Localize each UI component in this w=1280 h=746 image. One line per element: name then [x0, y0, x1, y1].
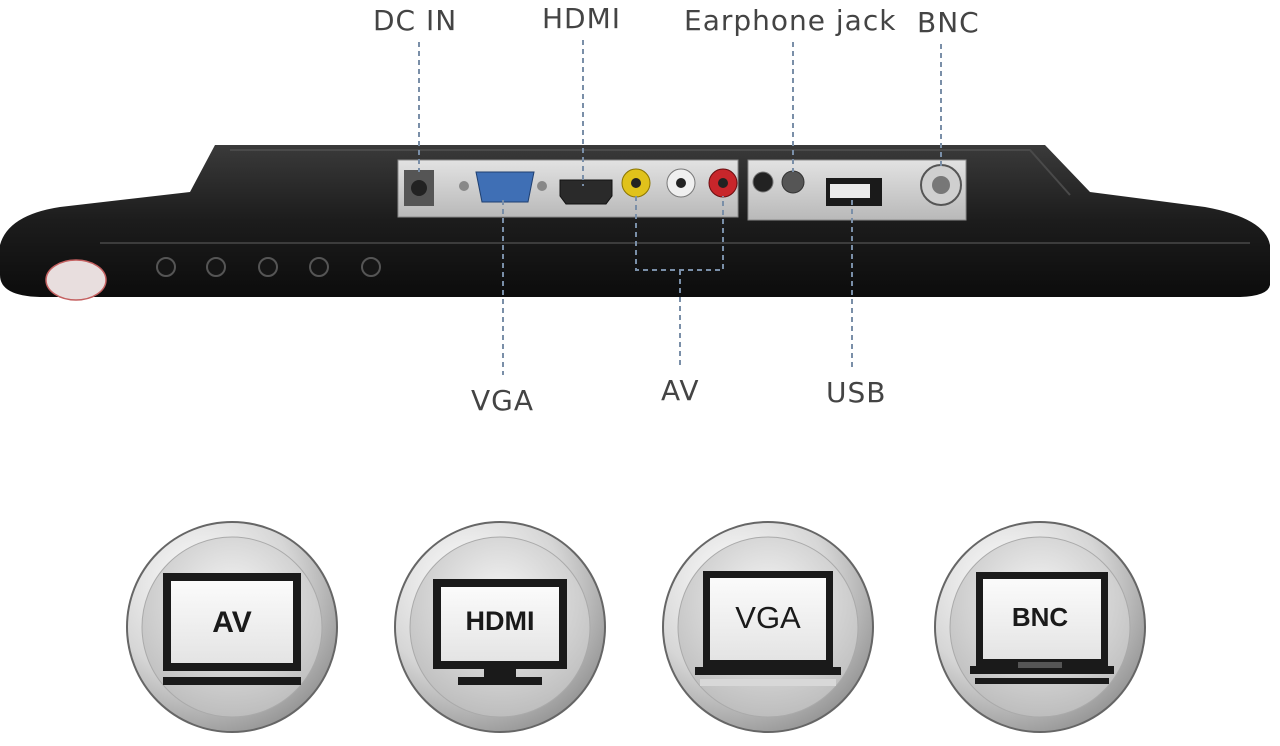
source-button[interactable]: [309, 257, 329, 277]
badge-av-label: AV: [212, 606, 252, 639]
av-audio-left-hole: [676, 178, 686, 188]
hdmi-port: [559, 179, 613, 205]
label-av: AV: [661, 374, 700, 407]
usb-port: [830, 184, 870, 198]
badge-vga-label: VGA: [735, 600, 801, 635]
badge-vga-laptop-keyboard: [700, 679, 836, 686]
badge-bnc-laptop-hinge: [1018, 662, 1062, 668]
badge-bnc-laptop-base: [970, 666, 1114, 674]
label-dc-in: DC IN: [373, 4, 458, 37]
label-hdmi: HDMI: [542, 2, 622, 35]
sticker-seal: [45, 259, 107, 301]
vga-screw-right: [537, 181, 547, 191]
av-audio-right-hole: [718, 178, 728, 188]
leader-lines: [418, 40, 942, 375]
dc-in-hole: [411, 180, 427, 196]
aux-jack: [752, 171, 774, 193]
badge-hdmi-monitor-screen: [441, 587, 559, 661]
badge-bnc-laptop-screen: [983, 579, 1101, 659]
port-panel-right: [747, 159, 967, 221]
badge-vga-laptop-screen: [710, 578, 826, 660]
label-vga: VGA: [471, 384, 535, 417]
down-button[interactable]: [258, 257, 278, 277]
label-earphone-jack: Earphone jack: [684, 4, 897, 37]
badge-av-monitor-stand: [163, 677, 301, 685]
badge-bnc-label: BNC: [1011, 602, 1069, 632]
power-button[interactable]: [361, 257, 381, 277]
badge-bnc: [934, 521, 1146, 733]
badge-vga: [662, 521, 874, 733]
label-bnc: BNC: [917, 6, 980, 39]
badge-hdmi-monitor-neck: [484, 669, 516, 677]
port-panel-left: [397, 159, 739, 218]
vga-screw-left: [459, 181, 469, 191]
up-button[interactable]: [206, 257, 226, 277]
earphone-jack-port: [781, 170, 805, 194]
label-usb: USB: [826, 376, 887, 409]
badge-hdmi-label: HDMI: [465, 606, 535, 636]
badge-av-monitor-screen: [171, 581, 293, 663]
bnc-core: [932, 176, 950, 194]
av-video-hole: [631, 178, 641, 188]
badge-bnc-laptop-keyboard: [975, 678, 1109, 684]
badge-vga-laptop-base: [695, 667, 841, 675]
input-badges: [126, 521, 1146, 733]
menu-button[interactable]: [156, 257, 176, 277]
shell-highlight: [230, 149, 1071, 196]
badge-hdmi-monitor-base: [458, 677, 542, 685]
badge-av: [126, 521, 338, 733]
vga-port: [475, 171, 535, 203]
badge-hdmi: [394, 521, 606, 733]
